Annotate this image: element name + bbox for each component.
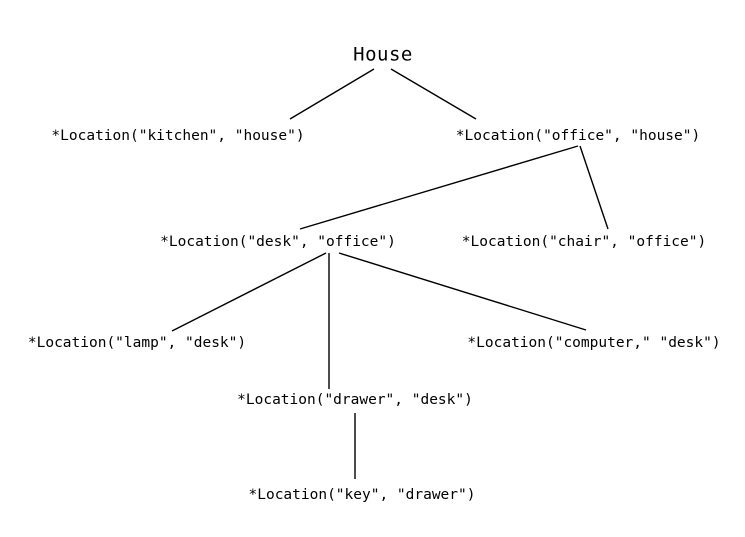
tree-node-kitchen: *Location("kitchen", "house") [51,127,305,144]
tree-node-drawer: *Location("drawer", "desk") [237,391,473,408]
tree-node-key: *Location("key", "drawer") [248,486,476,503]
tree-node-lamp: *Location("lamp", "desk") [27,334,247,351]
tree-edge-desk-to-computer [338,252,587,331]
tree-edge-desk-to-lamp [171,252,327,332]
tree-edge-house-to-kitchen [289,68,375,120]
tree-node-house: House [353,43,413,66]
tree-node-office: *Location("office", "house") [455,127,701,144]
tree-node-computer: *Location("computer," "desk") [467,334,721,351]
tree-edge-office-to-desk [299,145,579,230]
tree-edge-house-to-office [390,68,477,120]
tree-node-chair: *Location("chair", "office") [461,233,707,250]
tree-edge-office-to-chair [579,145,609,230]
tree-node-desk: *Location("desk", "office") [160,233,396,250]
